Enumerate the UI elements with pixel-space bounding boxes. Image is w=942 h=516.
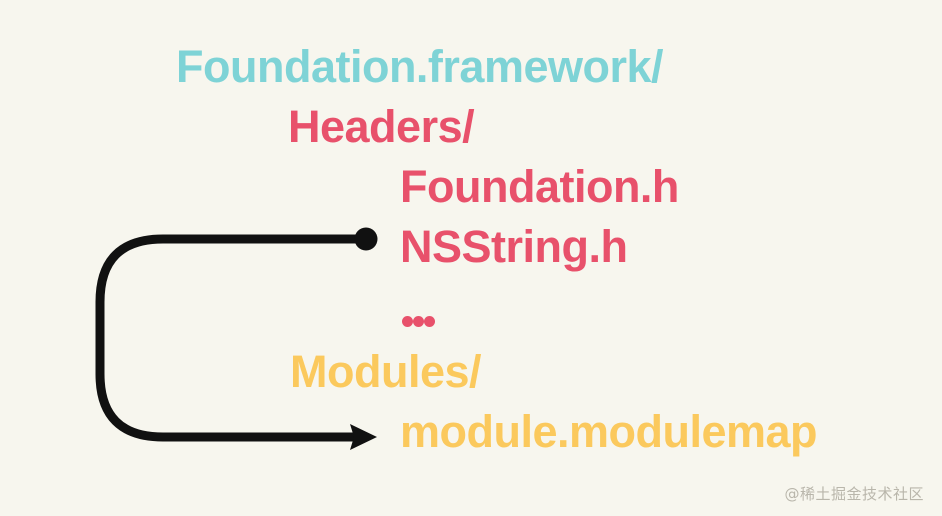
arrow-start-dot: [354, 227, 378, 251]
headers-directory-label: Headers/: [288, 101, 475, 152]
ellipsis-dot: [424, 316, 435, 327]
arrow-head: [350, 424, 377, 450]
nsstring-header-file-label: NSString.h: [400, 221, 628, 272]
modulemap-file-label: module.modulemap: [400, 406, 818, 457]
ellipsis-icon: [400, 290, 460, 334]
ellipsis-dot: [402, 316, 413, 327]
modules-directory-label: Modules/: [290, 346, 482, 397]
watermark-label: @稀土掘金技术社区: [784, 485, 924, 503]
foundation-header-file-label: Foundation.h: [400, 161, 679, 212]
ellipsis-dot: [413, 316, 424, 327]
framework-root-label: Foundation.framework/: [176, 41, 664, 92]
arrow-path: [95, 234, 360, 442]
